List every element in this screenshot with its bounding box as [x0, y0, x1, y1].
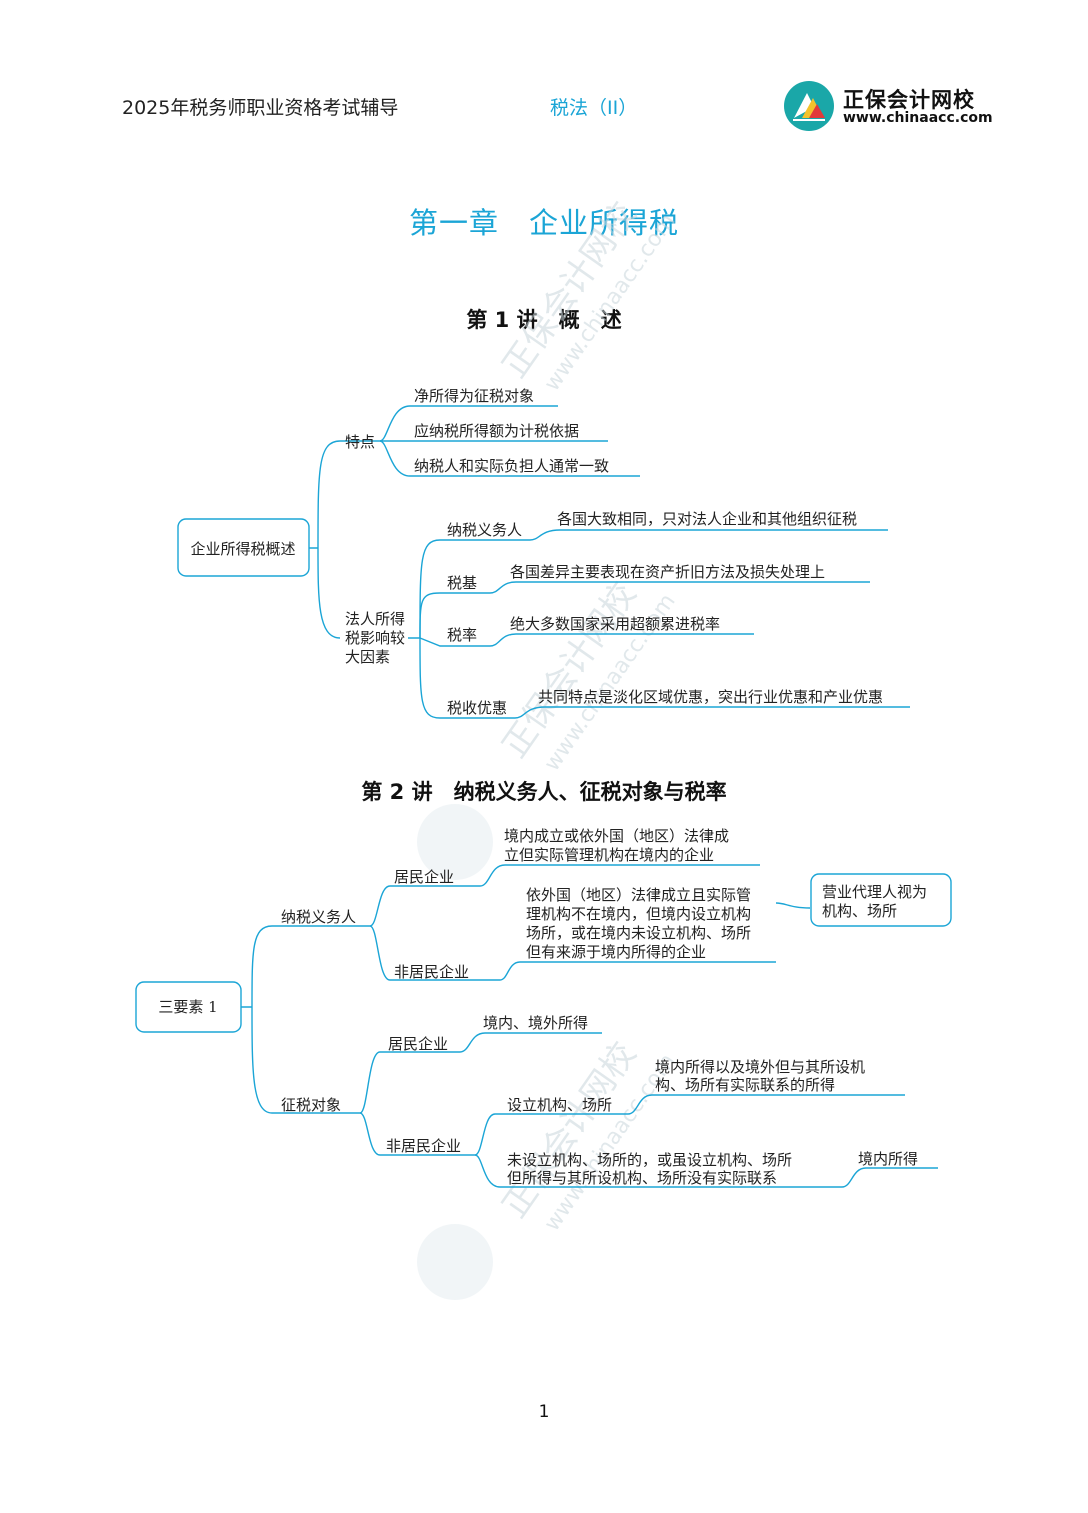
factor-detail: 各国大致相同，只对法人企业和其他组织征税: [557, 510, 857, 528]
factor-detail: 绝大多数国家采用超额累进税率: [510, 615, 720, 633]
not-established-line: 未设立机构、场所的，或虽设立机构、场所: [507, 1151, 792, 1169]
factor-label: 税基: [447, 574, 477, 592]
watermark-logo-icon: [417, 804, 493, 880]
nonresident-detail-line: 依外国（地区）法律成立且实际管: [526, 886, 751, 904]
branch-taxpayer: 纳税义务人: [281, 908, 356, 926]
not-established-line: 但所得与其所设机构、场所没有实际联系: [507, 1169, 777, 1187]
lecture-1-title: 第 1 讲 概 述: [466, 308, 622, 332]
factor-detail: 各国差异主要表现在资产折旧方法及损失处理上: [510, 563, 825, 581]
feature-item: 应纳税所得额为计税依据: [414, 422, 579, 440]
object-resident-label: 居民企业: [388, 1035, 448, 1053]
watermark-logo-icon: [417, 1224, 493, 1300]
established-detail-line: 境内所得以及境外但与其所设机: [655, 1058, 865, 1076]
branch-features: 特点: [345, 433, 375, 451]
chapter-title: 第一章 企业所得税: [408, 206, 679, 240]
branch-factors-line: 大因素: [345, 648, 390, 666]
nonresident-detail-line: 理机构不在境内，但境内设立机构: [526, 905, 751, 923]
brand-name: 正保会计网校: [843, 88, 975, 112]
agent-note-line: 营业代理人视为: [822, 883, 927, 901]
note-box: [810, 873, 952, 927]
not-established-detail: 境内所得: [858, 1150, 918, 1168]
nonresident-detail-line: 场所，或在境内未设立机构、场所: [526, 924, 751, 942]
factor-detail: 共同特点是淡化区域优惠，突出行业优惠和产业优惠: [538, 688, 883, 706]
feature-item: 纳税人和实际负担人通常一致: [414, 457, 609, 475]
brand-logo-icon: [784, 81, 834, 131]
factor-label: 税率: [447, 626, 477, 644]
feature-item: 净所得为征税对象: [414, 387, 534, 405]
object-resident-detail: 境内、境外所得: [483, 1014, 588, 1032]
branch-factors-line: 税影响较: [345, 629, 405, 647]
established-detail-line: 构、场所有实际联系的所得: [655, 1076, 835, 1094]
root-label: 企业所得税概述: [190, 540, 295, 558]
object-nonresident-label: 非居民企业: [386, 1137, 461, 1155]
factor-label: 税收优惠: [447, 699, 507, 717]
resident-detail-line: 立但实际管理机构在境内的企业: [504, 846, 714, 864]
resident-detail-line: 境内成立或依外国（地区）法律成: [504, 827, 729, 845]
agent-note-line: 机构、场所: [822, 902, 897, 920]
established-label: 设立机构、场所: [507, 1096, 612, 1114]
brand-url: www.chinaacc.com: [843, 110, 993, 126]
nonresident-detail-line: 但有来源于境内所得的企业: [526, 943, 706, 961]
nonresident-label: 非居民企业: [394, 963, 469, 981]
branch-object: 征税对象: [281, 1096, 341, 1114]
header-exam-title: 2025年税务师职业资格考试辅导: [122, 97, 399, 119]
lecture-2-title: 第 2 讲 纳税义务人、征税对象与税率: [361, 780, 727, 804]
resident-label: 居民企业: [394, 868, 454, 886]
factor-label: 纳税义务人: [447, 521, 522, 539]
page-number: 1: [538, 1402, 550, 1422]
branch-factors-line: 法人所得: [345, 610, 405, 628]
root-label: 三要素 1: [158, 998, 217, 1016]
header-subject: 税法（II）: [550, 97, 638, 119]
